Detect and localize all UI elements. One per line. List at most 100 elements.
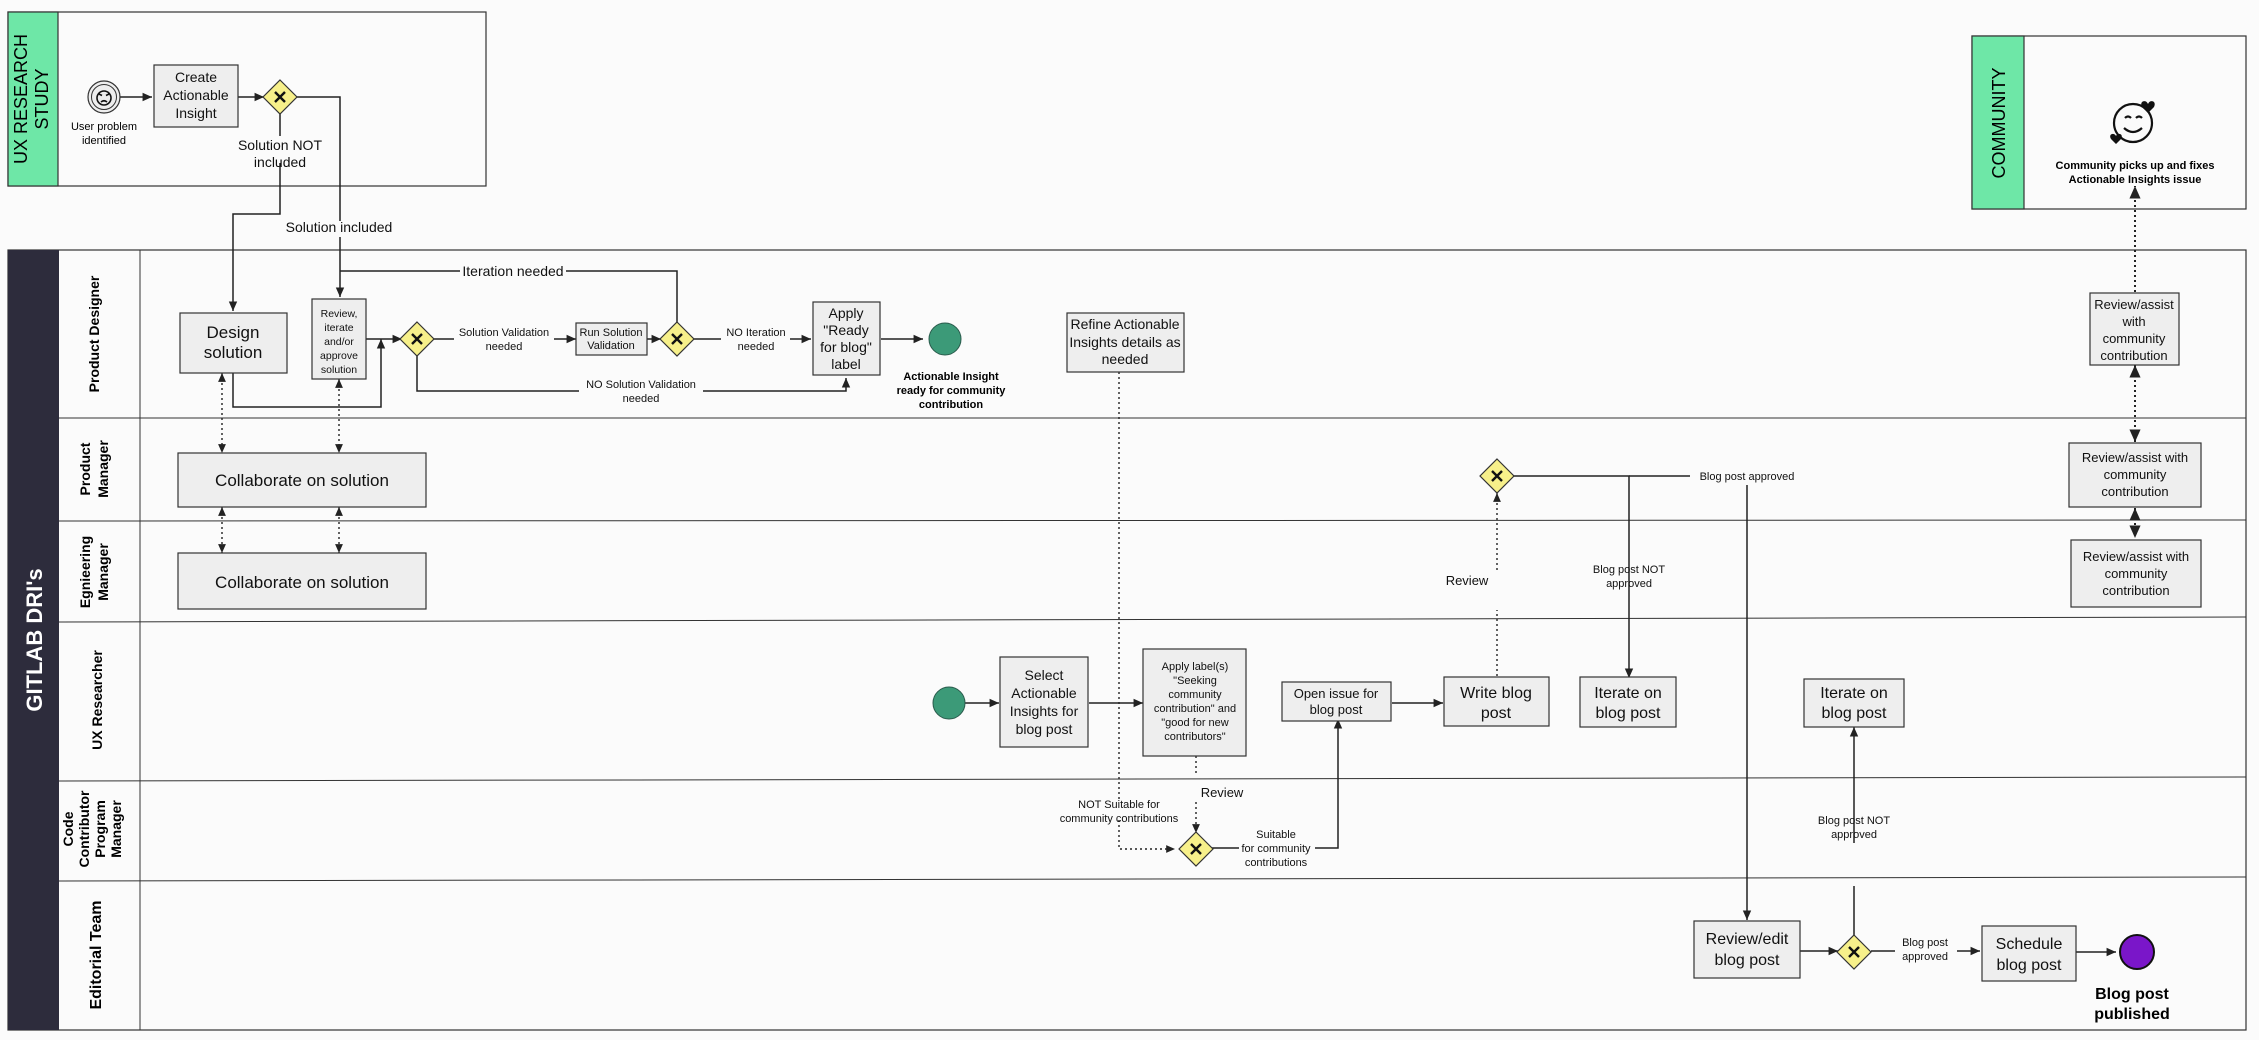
svg-text:Review/edit: Review/edit bbox=[1706, 931, 1789, 948]
review-assist-pm-task[interactable] bbox=[2068, 442, 2202, 508]
collaborate-pm-task[interactable] bbox=[177, 452, 427, 508]
svg-text:Actionable: Actionable bbox=[1011, 685, 1077, 701]
svg-text:Schedule: Schedule bbox=[1996, 936, 2063, 953]
lane-label-engineering-manager: Egnieering bbox=[77, 536, 93, 608]
svg-text:blog post: blog post bbox=[1822, 705, 1887, 722]
gateway-suitability[interactable] bbox=[1178, 831, 1214, 867]
review-edit-task[interactable] bbox=[1693, 920, 1801, 979]
task-boxes bbox=[153, 64, 2202, 982]
svg-text:Open issue for: Open issue for bbox=[1294, 686, 1379, 701]
iterate-blog-task-2[interactable] bbox=[1803, 678, 1905, 728]
svg-text:Design: Design bbox=[207, 323, 260, 342]
svg-text:blog post: blog post bbox=[1715, 952, 1780, 969]
svg-text:Solution included: Solution included bbox=[286, 219, 393, 235]
gateway-blog-approval-top[interactable] bbox=[1479, 458, 1515, 494]
svg-text:and/or: and/or bbox=[324, 336, 354, 348]
lane-label-code-contributor-3: Program bbox=[92, 800, 108, 858]
lane-label-code-contributor-4: Manager bbox=[108, 800, 124, 858]
svg-text:Review: Review bbox=[1446, 573, 1489, 588]
gateway-blog-approval-bottom[interactable] bbox=[1836, 934, 1872, 970]
run-validation-task[interactable] bbox=[575, 322, 648, 356]
svg-text:Run Solution: Run Solution bbox=[580, 327, 643, 339]
lane-labels: Product Designer Product Manager Egnieer… bbox=[60, 275, 124, 1009]
ready-end-event[interactable] bbox=[928, 322, 962, 356]
blog-published-label: Blog post published bbox=[2094, 986, 2170, 1023]
svg-text:contribution: contribution bbox=[2102, 583, 2169, 598]
svg-text:community: community bbox=[2105, 566, 2168, 581]
iterate-blog-task-1[interactable] bbox=[1579, 676, 1677, 728]
design-solution-task[interactable] bbox=[179, 312, 288, 374]
review-iterate-task[interactable] bbox=[311, 298, 367, 380]
svg-text:Actionable: Actionable bbox=[163, 87, 229, 103]
svg-text:Solution NOT: Solution NOT bbox=[238, 137, 322, 153]
gateways bbox=[262, 79, 1872, 970]
flow-edges bbox=[118, 92, 2116, 957]
blog-published-end-event[interactable] bbox=[2119, 934, 2155, 970]
refine-insights-task[interactable] bbox=[1066, 312, 1185, 373]
gateway-solution-validation[interactable] bbox=[399, 321, 435, 357]
svg-text:label: label bbox=[831, 356, 861, 372]
community-pool-label: COMMUNITY bbox=[1989, 68, 2009, 179]
user-problem-label: User problem bbox=[71, 121, 137, 133]
gateway-iteration[interactable] bbox=[659, 321, 695, 357]
svg-text:Review/assist with: Review/assist with bbox=[2082, 450, 2188, 465]
community-pool: COMMUNITY bbox=[1971, 35, 2247, 210]
svg-text:Review,: Review, bbox=[321, 308, 358, 320]
svg-text:Collaborate on solution: Collaborate on solution bbox=[215, 471, 389, 490]
review-assist-pd-task[interactable] bbox=[2089, 292, 2180, 366]
svg-text:Solution Validation: Solution Validation bbox=[459, 327, 549, 339]
ux-research-pool: UX RESEARCH STUDY bbox=[7, 11, 487, 187]
schedule-blog-task[interactable] bbox=[1981, 925, 2077, 982]
gitlab-pool-label: GITLAB DRI's bbox=[22, 568, 47, 711]
apply-ready-label-task[interactable] bbox=[812, 301, 881, 376]
community-fix-label: Community picks up and fixes Actionable … bbox=[2056, 160, 2215, 186]
svg-text:Suitable: Suitable bbox=[1256, 829, 1296, 841]
svg-text:Blog post: Blog post bbox=[1902, 937, 1948, 949]
svg-text:needed: needed bbox=[623, 393, 660, 405]
user-problem-start-event[interactable] bbox=[87, 80, 121, 114]
svg-text:NOT Suitable for: NOT Suitable for bbox=[1078, 799, 1160, 811]
svg-text:Insights for: Insights for bbox=[1010, 703, 1079, 719]
svg-text:Create: Create bbox=[175, 69, 217, 85]
svg-text:for community: for community bbox=[1241, 843, 1311, 855]
svg-text:blog post: blog post bbox=[1016, 721, 1073, 737]
svg-text:Blog post NOT: Blog post NOT bbox=[1593, 564, 1665, 576]
svg-text:contributions: contributions bbox=[1245, 857, 1308, 869]
svg-text:Select: Select bbox=[1025, 667, 1064, 683]
review-assist-em-task[interactable] bbox=[2070, 539, 2202, 608]
select-insights-task[interactable] bbox=[999, 656, 1089, 748]
svg-text:community: community bbox=[1168, 689, 1222, 701]
open-issue-task[interactable] bbox=[1281, 681, 1392, 722]
frustrated-face-icon bbox=[96, 90, 112, 106]
lane-label-product-manager: Product bbox=[77, 442, 93, 495]
svg-text:Insight: Insight bbox=[175, 105, 216, 121]
lane-label-engineering-manager-2: Manager bbox=[95, 543, 111, 601]
svg-text:Insights details as: Insights details as bbox=[1069, 334, 1180, 350]
write-blog-task[interactable] bbox=[1443, 676, 1550, 727]
svg-text:Collaborate on solution: Collaborate on solution bbox=[215, 573, 389, 592]
svg-text:contributors": contributors" bbox=[1164, 731, 1225, 743]
svg-text:approve: approve bbox=[320, 350, 358, 362]
ready-end-label: Actionable Insight ready for community c… bbox=[897, 371, 1007, 411]
create-insight-task[interactable] bbox=[153, 64, 239, 128]
svg-text:ready for community: ready for community bbox=[897, 385, 1007, 397]
svg-text:approved: approved bbox=[1606, 578, 1652, 590]
svg-text:solution: solution bbox=[321, 364, 357, 376]
svg-text:contribution: contribution bbox=[2100, 348, 2167, 363]
heart-face-icon bbox=[2110, 101, 2155, 144]
svg-text:Blog post approved: Blog post approved bbox=[1700, 471, 1795, 483]
collaborate-em-task[interactable] bbox=[177, 552, 427, 610]
svg-text:Iterate on: Iterate on bbox=[1594, 685, 1662, 702]
svg-text:for blog": for blog" bbox=[820, 339, 872, 355]
svg-text:Actionable Insight: Actionable Insight bbox=[903, 371, 999, 383]
svg-text:Apply: Apply bbox=[828, 305, 863, 321]
svg-text:Review/assist: Review/assist bbox=[2094, 297, 2174, 312]
svg-text:NO Solution Validation: NO Solution Validation bbox=[586, 379, 696, 391]
svg-text:Blog post: Blog post bbox=[2095, 986, 2169, 1003]
ux-researcher-start-event[interactable] bbox=[932, 686, 966, 720]
svg-text:Write blog: Write blog bbox=[1460, 685, 1532, 702]
gateway-solution-included[interactable] bbox=[262, 79, 298, 115]
svg-text:with: with bbox=[2121, 314, 2145, 329]
apply-labels-task[interactable] bbox=[1142, 648, 1247, 757]
